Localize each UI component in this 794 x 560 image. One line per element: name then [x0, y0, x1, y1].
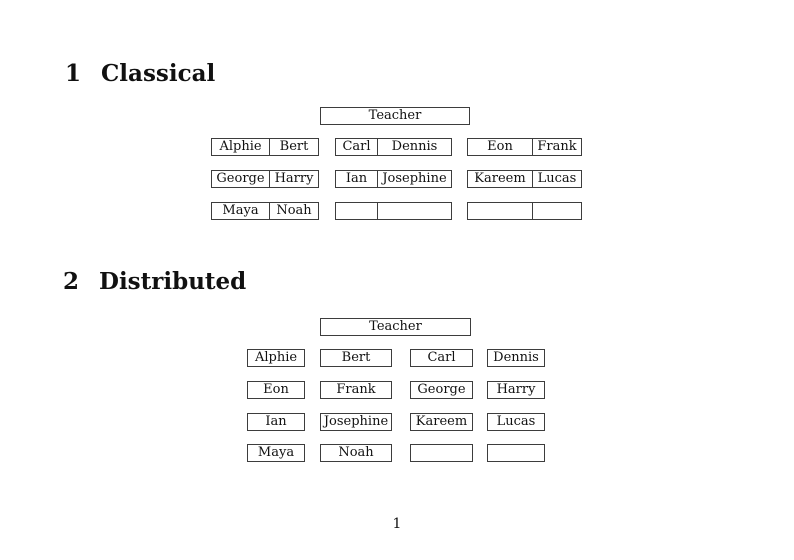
desk-seat: Dennis — [391, 139, 438, 154]
desk: Noah — [320, 444, 392, 462]
teacher-box-classical: Teacher — [320, 107, 470, 125]
desk-seat: Josephine — [382, 171, 447, 186]
desk-empty — [487, 444, 545, 462]
desk: Alphie — [247, 349, 305, 367]
desk: Kareem — [410, 413, 473, 431]
desk-seat — [468, 203, 533, 219]
desk: Josephine — [320, 413, 392, 431]
teacher-label: Teacher — [368, 108, 422, 123]
desk-seat: Harry — [274, 171, 314, 186]
desk: Carl Dennis — [335, 138, 452, 156]
section-heading-distributed: 2 Distributed — [63, 270, 246, 294]
desk: Maya Noah — [211, 202, 319, 220]
desk-seat: George — [212, 171, 270, 187]
desk-empty — [410, 444, 473, 462]
desk: George — [410, 381, 473, 399]
desk: Frank — [320, 381, 392, 399]
desk: Carl — [410, 349, 473, 367]
desk-seat — [378, 203, 451, 219]
teacher-label: Teacher — [369, 319, 422, 334]
desk: Bert — [320, 349, 392, 367]
desk-seat: Carl — [336, 139, 378, 155]
desk-seat: Maya — [212, 203, 270, 219]
desk-seat: Ian — [336, 171, 378, 187]
desk-seat: Bert — [279, 139, 309, 154]
desk: George Harry — [211, 170, 319, 188]
page-number: 1 — [392, 516, 402, 532]
section-number: 2 — [63, 268, 80, 295]
section-title: Distributed — [99, 268, 247, 295]
desk: Ian — [247, 413, 305, 431]
desk-seat: Frank — [537, 139, 577, 154]
desk: Ian Josephine — [335, 170, 452, 188]
desk-seat — [533, 203, 581, 219]
desk: Kareem Lucas — [467, 170, 582, 188]
desk-seat: Alphie — [212, 139, 270, 155]
desk-seat: Eon — [468, 139, 533, 155]
desk-empty — [335, 202, 452, 220]
section-title: Classical — [101, 60, 216, 87]
section-number: 1 — [65, 60, 82, 87]
desk: Eon — [247, 381, 305, 399]
desk-seat: Noah — [276, 203, 312, 218]
desk: Lucas — [487, 413, 545, 431]
desk: Alphie Bert — [211, 138, 319, 156]
desk-seat — [336, 203, 378, 219]
desk-seat: Lucas — [537, 171, 577, 186]
section-heading-classical: 1 Classical — [65, 62, 215, 86]
desk-seat: Kareem — [468, 171, 533, 187]
desk: Maya — [247, 444, 305, 462]
desk: Dennis — [487, 349, 545, 367]
teacher-box-distributed: Teacher — [320, 318, 471, 336]
desk: Harry — [487, 381, 545, 399]
desk-empty — [467, 202, 582, 220]
desk: Eon Frank — [467, 138, 582, 156]
